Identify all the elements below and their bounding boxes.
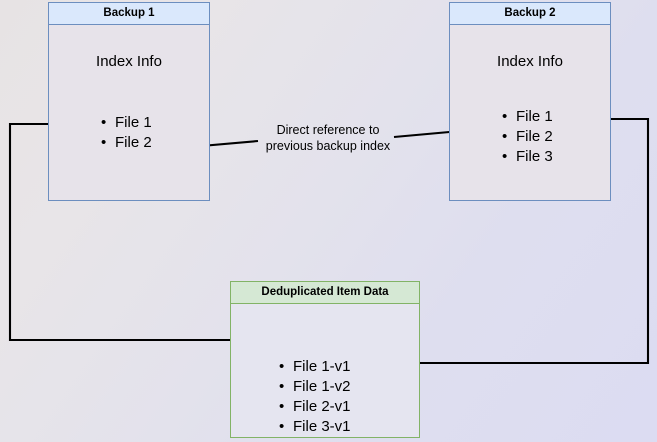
list-item: File 1: [502, 107, 553, 127]
list-item: File 2: [502, 127, 553, 147]
edge-label-direct-reference: Direct reference to previous backup inde…: [248, 122, 408, 154]
dedup-file-list: File 1-v1 File 1-v2 File 2-v1 File 3-v1: [279, 357, 351, 437]
edge-label-line-2: previous backup index: [265, 139, 391, 153]
list-item: File 3-v1: [279, 417, 351, 437]
node-backup-1[interactable]: Backup 1 Index Info File 1 File 2: [48, 2, 210, 201]
node-backup-1-header: Backup 1: [49, 3, 209, 25]
node-backup-2-header: Backup 2: [450, 3, 610, 25]
node-backup-2[interactable]: Backup 2 Index Info File 1 File 2 File 3: [449, 2, 611, 201]
backup-1-index-label: Index Info: [96, 53, 162, 70]
node-dedup-body: File 1-v1 File 1-v2 File 2-v1 File 3-v1: [231, 304, 419, 437]
edge-label-line-1: Direct reference to: [276, 123, 380, 137]
node-backup-2-body: Index Info File 1 File 2 File 3: [450, 25, 610, 200]
list-item: File 1-v2: [279, 377, 351, 397]
list-item: File 1: [101, 113, 152, 133]
backup-1-file-list: File 1 File 2: [101, 113, 152, 153]
list-item: File 3: [502, 147, 553, 167]
list-item: File 1-v1: [279, 357, 351, 377]
list-item: File 2-v1: [279, 397, 351, 417]
node-backup-1-body: Index Info File 1 File 2: [49, 25, 209, 200]
node-deduplicated-item-data[interactable]: Deduplicated Item Data File 1-v1 File 1-…: [230, 281, 420, 438]
list-item: File 2: [101, 133, 152, 153]
edge-backup2-to-dedup: [377, 117, 650, 367]
node-dedup-header: Deduplicated Item Data: [231, 282, 419, 304]
backup-2-index-label: Index Info: [497, 53, 563, 70]
backup-2-file-list: File 1 File 2 File 3: [502, 107, 553, 167]
